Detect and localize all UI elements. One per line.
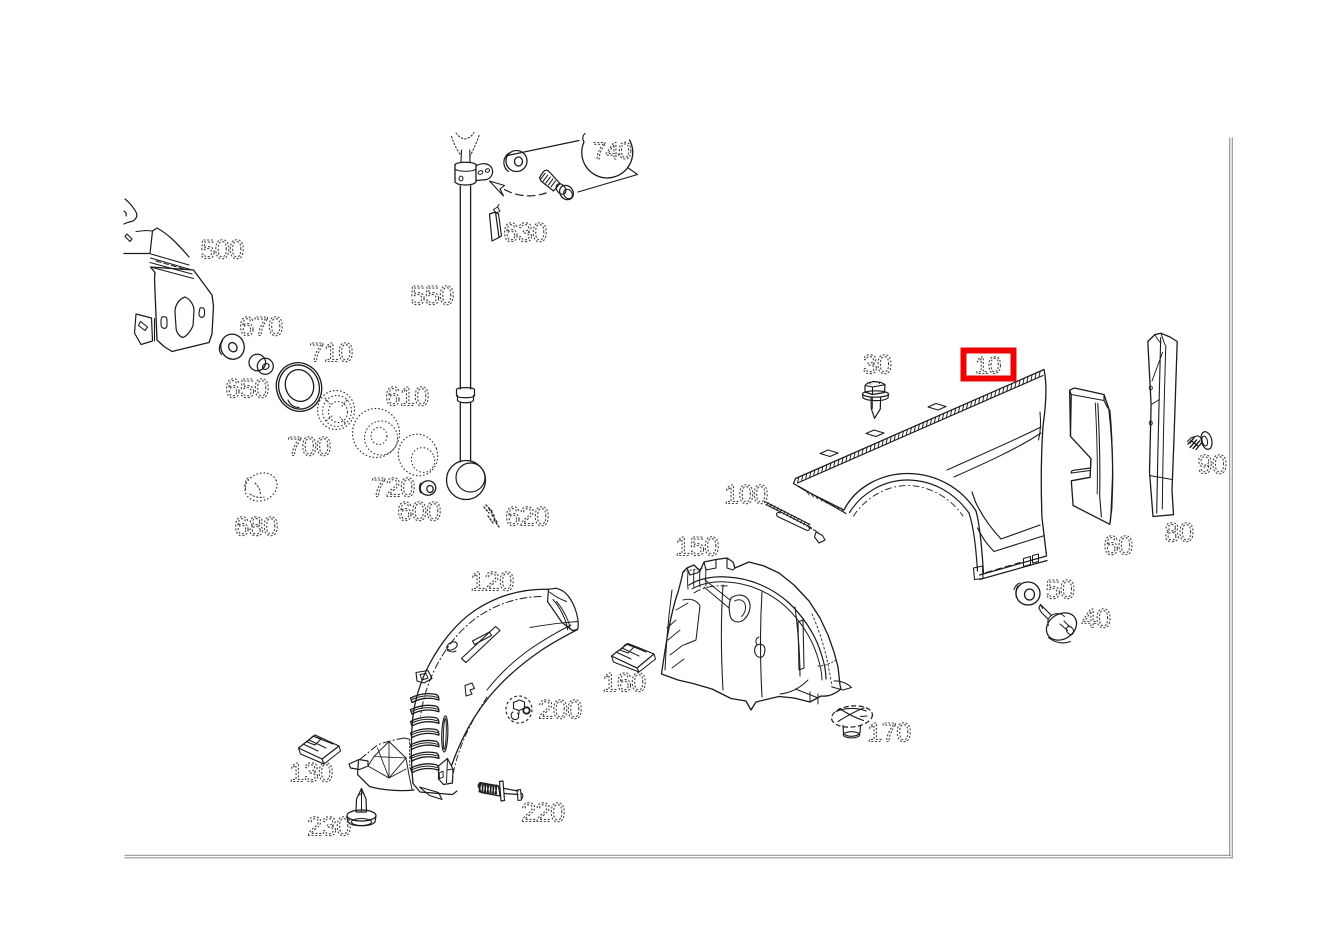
svg-text:620: 620 <box>505 502 549 532</box>
svg-text:220: 220 <box>521 798 565 828</box>
svg-text:40: 40 <box>1081 604 1110 634</box>
svg-text:150: 150 <box>675 532 719 562</box>
svg-text:200: 200 <box>538 695 582 725</box>
svg-text:50: 50 <box>1045 575 1074 605</box>
svg-text:130: 130 <box>289 758 333 788</box>
svg-text:720: 720 <box>371 473 415 503</box>
svg-text:680: 680 <box>234 512 278 542</box>
svg-text:600: 600 <box>397 497 441 527</box>
svg-text:710: 710 <box>309 338 353 368</box>
svg-text:630: 630 <box>503 218 547 248</box>
svg-text:700: 700 <box>287 432 331 462</box>
svg-text:160: 160 <box>602 668 646 698</box>
svg-text:10: 10 <box>975 353 1001 380</box>
svg-text:230: 230 <box>307 812 351 842</box>
svg-text:80: 80 <box>1164 518 1193 548</box>
svg-text:120: 120 <box>470 567 514 597</box>
svg-text:100: 100 <box>724 480 768 510</box>
svg-text:170: 170 <box>867 718 911 748</box>
svg-text:500: 500 <box>200 235 244 265</box>
svg-text:610: 610 <box>385 382 429 412</box>
svg-text:740: 740 <box>593 138 632 165</box>
svg-text:670: 670 <box>239 312 283 342</box>
svg-text:30: 30 <box>862 350 891 380</box>
svg-text:650: 650 <box>225 374 269 404</box>
svg-text:60: 60 <box>1103 531 1132 561</box>
svg-text:550: 550 <box>410 281 454 311</box>
svg-text:90: 90 <box>1197 450 1226 480</box>
